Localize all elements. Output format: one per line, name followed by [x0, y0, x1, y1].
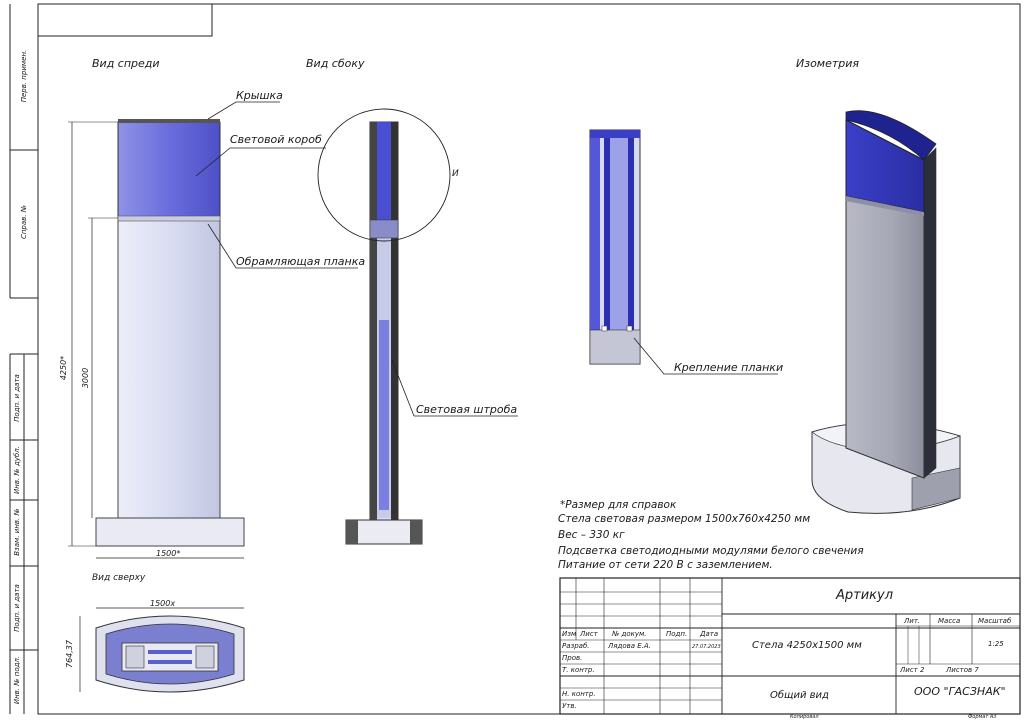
front-frame-strip [117, 215, 221, 222]
tb-view: Общий вид [770, 690, 829, 701]
title-block [559, 577, 1021, 715]
iso-view [811, 110, 962, 514]
tb-sheet: Лист 2 [900, 666, 925, 674]
tb-row-utv: Утв. [562, 702, 577, 710]
side-view-title: Вид сбоку [306, 57, 365, 70]
front-view-title: Вид спреди [92, 57, 160, 70]
note-line: Питание от сети 220 В с заземлением. [558, 559, 773, 571]
tb-article: Артикул [836, 588, 894, 603]
detail-circle [317, 108, 451, 242]
side-label: Справ. № [20, 204, 28, 240]
note-line: Вес – 330 кг [558, 529, 625, 541]
tb-row-prov: Пров. [562, 654, 583, 662]
front-view [68, 101, 358, 559]
tb-company: ООО "ГАСЗНАК" [914, 685, 1006, 698]
top-view-title: Вид сверху [92, 573, 146, 583]
tb-mass: Масса [938, 617, 961, 625]
side-label: Инв. № подл. [13, 655, 21, 705]
sheet-frame [37, 3, 1021, 715]
side-view [317, 108, 518, 545]
tb-col-list: Лист [580, 630, 598, 638]
tb-date: 27.07.2023 [692, 644, 721, 650]
iso-view-title: Изометрия [796, 57, 860, 70]
dim-top-width: 1500х [150, 599, 176, 608]
tb-col-sign: Подп. [666, 630, 688, 638]
tb-col-izm: Изм [562, 630, 577, 638]
tb-scale: 1:25 [988, 640, 1004, 648]
tb-lit: Лит. [904, 617, 921, 625]
dim-height-total: 4250* [59, 355, 69, 381]
top-left-stamp [37, 3, 213, 37]
side-strip [9, 4, 38, 714]
tb-row-tkontr: Т. контр. [562, 666, 595, 674]
front-body [117, 217, 221, 519]
dim-width: 1500* [156, 549, 181, 558]
callout-light-groove: Световая штроба [416, 403, 518, 416]
tb-format: Формат А3 [968, 714, 997, 720]
tb-name: Стела 4250х1500 мм [752, 640, 862, 651]
front-lightbox [117, 121, 221, 219]
note-line: *Размер для справок [560, 499, 677, 511]
tb-col-date: Дата [700, 630, 719, 638]
mount-detail [589, 129, 778, 375]
note-line: Стела световая размером 1500х760х4250 мм [558, 513, 811, 525]
tb-scale-label: Масштаб [978, 617, 1012, 625]
tb-developer: Лядова Е.А. [608, 642, 651, 650]
note-line: Подсветка светодиодными модулями белого … [558, 545, 864, 557]
tb-sheets: Листов 7 [946, 666, 979, 674]
dim-height-body: 3000 [81, 367, 91, 389]
tb-copied: Копировал [790, 714, 819, 720]
front-base [95, 517, 245, 547]
top-view [79, 607, 245, 693]
tb-row-razrab: Разраб. [562, 642, 590, 650]
callout-frame-strip: Обрамляющая планка [236, 255, 366, 268]
side-label: Перв. примен. [20, 49, 28, 103]
dim-top-depth: 764,37 [65, 640, 74, 668]
callout-cap: Крышка [236, 89, 283, 102]
detail-letter: И [452, 169, 459, 179]
callout-lightbox: Световой короб [230, 133, 322, 146]
callout-strip-mount: Крепление планки [674, 361, 784, 374]
tb-row-nkontr: Н. контр. [562, 690, 596, 698]
front-cap [118, 119, 220, 123]
tb-col-doc: № докум. [612, 630, 647, 638]
